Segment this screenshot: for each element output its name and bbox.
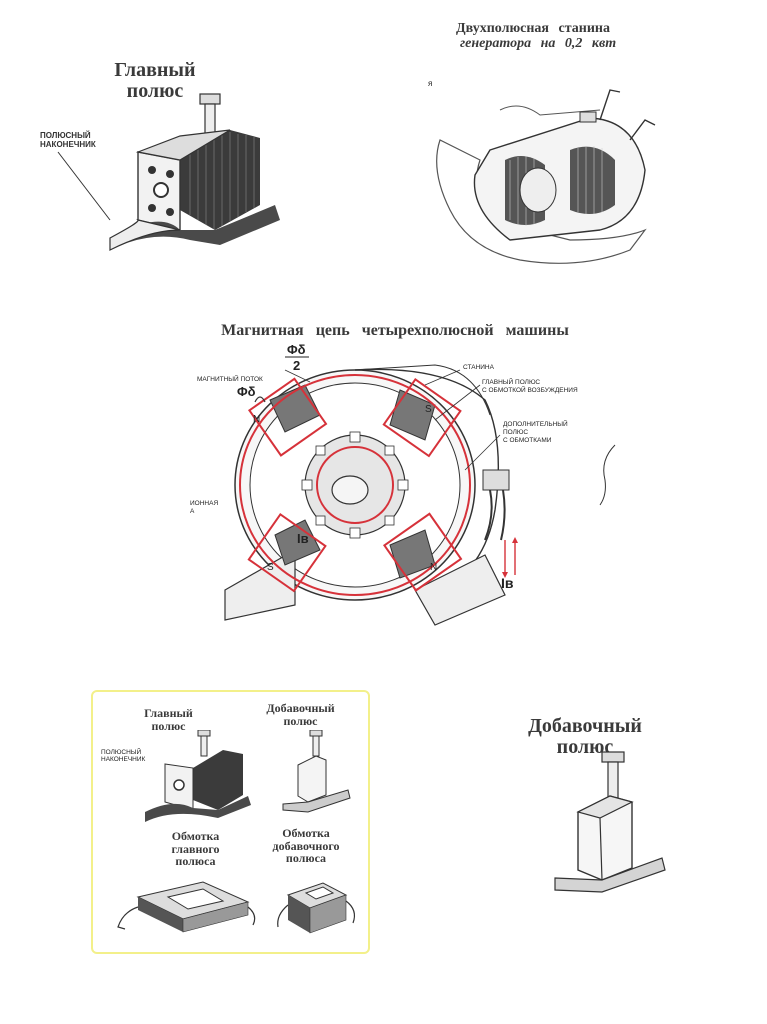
current-inner: Iв (297, 531, 309, 546)
left-cut-label-line2: А (190, 508, 195, 515)
frame-drawing (436, 89, 656, 264)
flux-half-den: 2 (293, 358, 300, 373)
panel-aux-title: Добавочный полюс (253, 702, 348, 727)
panel-aux-winding-line3: полюса (285, 851, 327, 866)
aux-pole-title-line1: Добавочный (528, 715, 642, 737)
panel-aux-winding-line1: Обмотка (282, 826, 330, 840)
pole-n-bottom: N (430, 562, 437, 573)
panel-aux-title-line2: полюс (283, 713, 318, 728)
panel-main-winding-drawing (117, 881, 256, 933)
panel-tip-label-line1: ПОЛЮСНЫЙ (101, 749, 142, 756)
aux-pole-label-line3: С ОБМОТКАМИ (503, 437, 552, 444)
frame-title: Двухполюсная станина генератора на 0,2 к… (440, 21, 670, 51)
flux-symbol: Φδ (237, 384, 256, 399)
pole-tip-label: ПОЛЮСНЫЙ НАКОНЕЧНИК (40, 131, 96, 149)
aux-pole-title-line2: полюс (556, 736, 614, 758)
panel-aux-title-line1: Добавочный (266, 701, 335, 715)
aux-pole-label-line2: ПОЛЮС (503, 429, 528, 436)
aux-pole-title: Добавочный полюс (505, 716, 665, 758)
main-pole-label-line1: ГЛАВНЫЙ ПОЛЮС (482, 377, 540, 386)
panel-aux-winding-title: Обмотка добавочного полюса (256, 827, 356, 865)
current-outer: Iв (501, 575, 514, 591)
main-pole-title-line1: Главный (114, 59, 196, 81)
panel-main-winding-line2: главного (171, 841, 220, 856)
panel-aux-winding-drawing (277, 882, 356, 934)
magnetic-circuit-title: Магнитная цепь четырехполюсной машины (221, 322, 569, 339)
frame-side-letter: я (428, 79, 433, 88)
pole-n-top: N (253, 414, 260, 425)
panel-aux-winding-line2: добавочного (272, 838, 340, 853)
panel-main-title-line1: Главный (144, 706, 193, 720)
left-cut-label-line1: ИОННАЯ (190, 500, 218, 507)
aux-pole-drawing (554, 751, 666, 893)
stray-curve (599, 444, 616, 506)
panel-main-winding-line3: полюса (175, 854, 216, 869)
poles-panel: Главный полюс Добавочный полюс ПОЛЮСНЫЙ … (91, 690, 370, 954)
panel-main-title: Главный полюс (121, 707, 216, 732)
frame-label: СТАНИНА (463, 364, 495, 371)
frame-title-line2: генератора на 0,2 квт (460, 35, 617, 51)
panel-main-winding-title: Обмотка главного полюса (148, 830, 243, 868)
flux-label: МАГНИТНЫЙ ПОТОК (197, 374, 263, 383)
frame-title-line1: Двухполюсная станина (456, 21, 610, 36)
magnetic-circuit-drawing: N S S N Φδ 2 МАГНИТНЫЙ ПОТОК Φδ СТАНИНА … (190, 342, 578, 626)
pole-s-bottom: S (267, 562, 274, 573)
panel-tip-label: ПОЛЮСНЫЙ НАКОНЕЧНИК (101, 749, 145, 764)
panel-tip-label-line2: НАКОНЕЧНИК (101, 756, 146, 764)
pole-tip-label-line1: ПОЛЮСНЫЙ (40, 131, 91, 140)
aux-pole-label-line1: ДОПОЛНИТЕЛЬНЫЙ (503, 419, 568, 428)
panel-main-winding-line1: Обмотка (171, 829, 220, 843)
main-pole-title-line2: полюс (126, 80, 184, 102)
main-pole-drawing (57, 93, 280, 251)
pole-tip-label-line2: НАКОНЕЧНИК (40, 140, 96, 150)
panel-aux-pole-drawing (282, 730, 351, 813)
pole-s-top: S (425, 404, 432, 415)
panel-main-title-line2: полюс (151, 718, 186, 733)
main-pole-title: Главный полюс (100, 60, 210, 102)
right-foot (414, 554, 506, 626)
panel-main-pole-drawing (145, 730, 251, 822)
main-pole-label-line2: С ОБМОТКОЙ ВОЗБУЖДЕНИЯ (482, 385, 578, 394)
flux-half-num: Φδ (287, 342, 306, 357)
